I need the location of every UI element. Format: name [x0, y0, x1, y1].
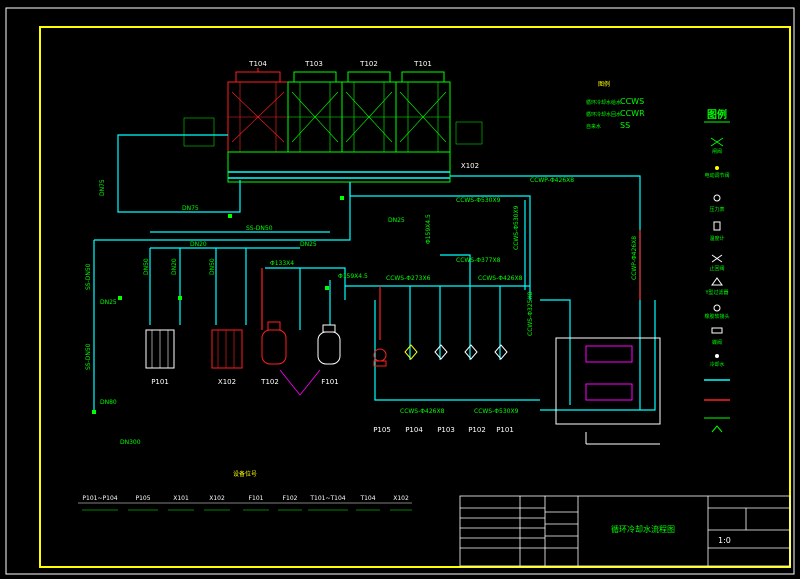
- legend-title: 图例: [707, 108, 727, 121]
- pipe-label: CCWS-Φ426X8: [478, 275, 523, 282]
- svg-text:SS: SS: [620, 121, 630, 130]
- equipment-tag: T102: [260, 378, 279, 386]
- device-table-header: T104: [359, 495, 375, 502]
- equipment-tag: P101: [496, 426, 514, 434]
- pipe-label: CCWS-Φ325X8: [527, 291, 534, 336]
- equipment-tag: P101: [151, 378, 169, 386]
- svg-text:CCWR: CCWR: [620, 109, 645, 118]
- equipment-t102-tank: [261, 321, 287, 365]
- cooling-tower-t104: [227, 68, 289, 153]
- equipment-tag: P104: [405, 426, 423, 434]
- legend-item: 止回阀: [709, 265, 724, 272]
- svg-text:循环冷却水给水: 循环冷却水给水: [586, 99, 621, 106]
- legend-item: 橡胶软接头: [704, 313, 729, 320]
- equipment-tag: P102: [468, 426, 486, 434]
- heat-exchanger-group: [555, 337, 661, 445]
- title-block: [459, 495, 791, 567]
- equipment-f101-tank: [317, 324, 341, 365]
- pipe-label: CCWP-Φ426X8: [530, 177, 574, 184]
- device-table-title: 设备位号: [233, 470, 257, 478]
- symbol-legend: 图例 闸阀 电动调节阀 压力表 温度计 止回阀 Y型过滤器 橡胶软接头 蝶阀 冷…: [704, 108, 730, 433]
- equipment-tag: P103: [437, 426, 455, 434]
- pipe-label: CCWS-Φ273X6: [386, 275, 431, 282]
- legend-item: 闸阀: [712, 148, 722, 155]
- equipment-tag: X102: [218, 378, 236, 386]
- tower-label: T101: [413, 60, 432, 68]
- device-table-header: X102: [209, 495, 225, 502]
- tower-label: T103: [304, 60, 323, 68]
- line-code-legend: 图例 循环冷却水给水 CCWS 循环冷却水回水 CCWR 自来水 SS: [586, 80, 645, 130]
- equipment-p101-filter: [145, 329, 175, 369]
- pipe-label: DN25: [100, 299, 117, 306]
- cooling-tower-t103: [287, 71, 343, 153]
- pipe-label: CCWS-Φ530X9: [456, 197, 501, 204]
- pipe-label: SS-DN50: [85, 263, 92, 290]
- pipe-label: DN80: [100, 399, 117, 406]
- pipe-label: DN300: [120, 439, 141, 446]
- equipment-tag: F101: [321, 378, 338, 386]
- outer-frame: [5, 7, 795, 575]
- svg-text:循环冷却水回水: 循环冷却水回水: [586, 111, 621, 118]
- legend-item: 电动调节阀: [704, 172, 729, 179]
- pipe-label: CCWP-Φ426X8: [631, 236, 638, 280]
- pipe-label: DN20: [171, 258, 178, 275]
- pump-p101: [494, 344, 508, 360]
- pipe-label: DN50: [143, 258, 150, 275]
- drawing-name: 循环冷却水流程图: [611, 524, 675, 534]
- cooling-tower-t102: [341, 71, 397, 153]
- pipe-label: DN20: [190, 241, 207, 248]
- valve-symbols: [92, 196, 344, 414]
- svg-text:自来水: 自来水: [586, 123, 601, 130]
- device-table-header: F102: [283, 495, 298, 502]
- pipe-label: Φ159X4.5: [338, 273, 368, 280]
- device-table-header: T101~T104: [309, 495, 345, 502]
- pipe-label: SS-DN50: [246, 225, 273, 232]
- pipe-label: CCWS-Φ530X9: [513, 205, 520, 250]
- device-table-header: X101: [173, 495, 189, 502]
- equipment-x102: [211, 329, 243, 369]
- drawing-frame: [39, 26, 791, 568]
- legend-item: 压力表: [709, 206, 724, 213]
- pipe-network: [93, 134, 656, 411]
- line-code-title: 图例: [598, 80, 610, 88]
- pipe-label: DN75: [99, 179, 106, 196]
- svg-text:CCWS: CCWS: [620, 97, 644, 106]
- device-table-header: P105: [135, 495, 150, 502]
- legend-item: 蝶阀: [712, 339, 722, 346]
- tower-basin: [227, 151, 451, 183]
- pipe-label: CCWS-Φ426X8: [400, 408, 445, 415]
- tower-label: T102: [359, 60, 378, 68]
- pipe-label: DN50: [209, 258, 216, 275]
- legend-item: 温度计: [709, 235, 724, 242]
- pipe-red: [261, 230, 641, 340]
- device-table-header: P101~P104: [82, 495, 117, 502]
- equipment-tag: P105: [373, 426, 391, 434]
- pipe-label: DN25: [388, 217, 405, 224]
- drawing-scale: 1:0: [718, 536, 731, 545]
- pipe-label: DN75: [182, 205, 199, 212]
- pump-p103: [434, 344, 448, 360]
- pump-p102: [464, 344, 478, 360]
- legend-item: Y型过滤器: [704, 289, 728, 296]
- device-table: 设备位号 P101~P104 P105 X101 X102 F101 F102 …: [78, 470, 412, 511]
- pipe-label: DN25: [300, 241, 317, 248]
- pipe-label: Φ133X4: [270, 260, 294, 267]
- legend-item: 冷却水: [709, 361, 724, 368]
- pipe-label: CCWS-Φ377X8: [456, 257, 501, 264]
- device-table-header: X102: [393, 495, 409, 502]
- x102-label: X102: [461, 162, 479, 170]
- tower-label: T104: [248, 60, 267, 68]
- pipe-label: CCWS-Φ530X9: [474, 408, 519, 415]
- pump-p104: [404, 344, 418, 360]
- pipe-label: Φ159X4.5: [425, 214, 432, 244]
- pump-p105: [373, 348, 387, 367]
- device-table-header: F101: [249, 495, 264, 502]
- cooling-tower-t101: [395, 71, 451, 153]
- pipe-label: SS-DN50: [85, 343, 92, 370]
